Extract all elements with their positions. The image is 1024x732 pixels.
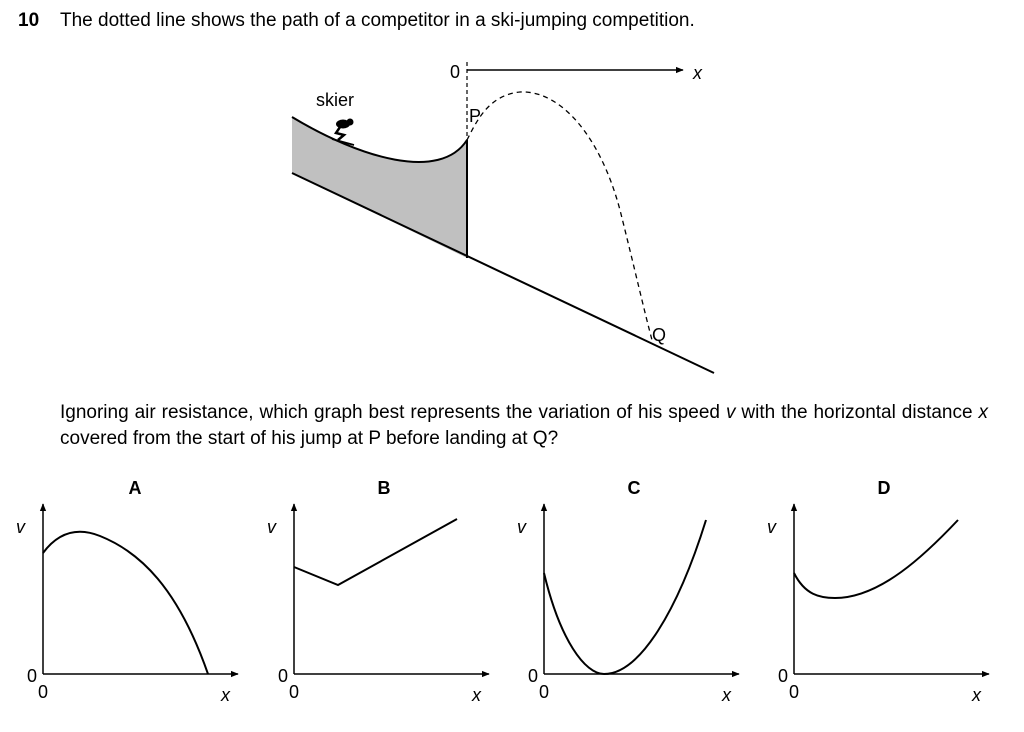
question-body-part2: with the horizontal distance xyxy=(735,402,979,423)
graph-b-y-label: v xyxy=(267,517,277,537)
question-body-part3: covered from the start of his jump at P … xyxy=(60,428,559,449)
graph-d-origin-y: 0 xyxy=(778,666,788,686)
graph-d-curve xyxy=(793,519,959,600)
graph-a-x-label: x xyxy=(220,685,231,705)
graph-d-y-label: v xyxy=(767,517,777,537)
question-intro: The dotted line shows the path of a comp… xyxy=(60,10,695,31)
question-body-part1: Ignoring air resistance, which graph bes… xyxy=(60,402,726,423)
ramp-shaded xyxy=(292,117,467,258)
graph-a-curve xyxy=(42,530,209,675)
ramp-top-curve xyxy=(291,116,468,163)
question-number: 10 xyxy=(18,10,40,31)
graph-d: D v x 0 0 xyxy=(767,478,990,705)
point-p-label: P xyxy=(469,106,481,126)
graph-a-origin-y: 0 xyxy=(27,666,37,686)
graph-a-y-label: v xyxy=(16,517,26,537)
x-axis-label: x xyxy=(692,63,703,83)
graph-d-origin-x: 0 xyxy=(789,682,799,702)
graph-d-x-label: x xyxy=(971,685,982,705)
graph-a: A v x 0 0 xyxy=(16,478,239,705)
graph-b-curve xyxy=(293,518,458,587)
graph-a-origin-x: 0 xyxy=(38,682,48,702)
graph-c-x-label: x xyxy=(721,685,732,705)
graph-b-option-label: B xyxy=(378,478,391,498)
skier-label: skier xyxy=(316,90,354,110)
origin-label: 0 xyxy=(450,62,460,82)
ground-slope xyxy=(291,172,715,374)
question-body: Ignoring air resistance, which graph bes… xyxy=(60,400,988,452)
graph-d-option-label: D xyxy=(878,478,891,498)
graph-b-origin-x: 0 xyxy=(289,682,299,702)
skier-icon xyxy=(331,118,355,146)
variable-x: x xyxy=(978,402,989,423)
graph-c-curve xyxy=(543,519,707,676)
graph-a-option-label: A xyxy=(129,478,142,498)
graph-b: B v x 0 0 xyxy=(267,478,490,705)
graph-c-option-label: C xyxy=(628,478,641,498)
ski-jump-diagram: skier 0 x P Q xyxy=(291,62,715,374)
graph-c: C v x 0 0 xyxy=(517,478,740,705)
trajectory-path xyxy=(466,91,653,341)
graph-c-y-label: v xyxy=(517,517,527,537)
variable-v: v xyxy=(725,402,736,423)
graph-b-x-label: x xyxy=(471,685,482,705)
point-q-label: Q xyxy=(652,325,666,345)
graph-c-origin-y: 0 xyxy=(528,666,538,686)
graph-b-origin-y: 0 xyxy=(278,666,288,686)
graph-c-origin-x: 0 xyxy=(539,682,549,702)
